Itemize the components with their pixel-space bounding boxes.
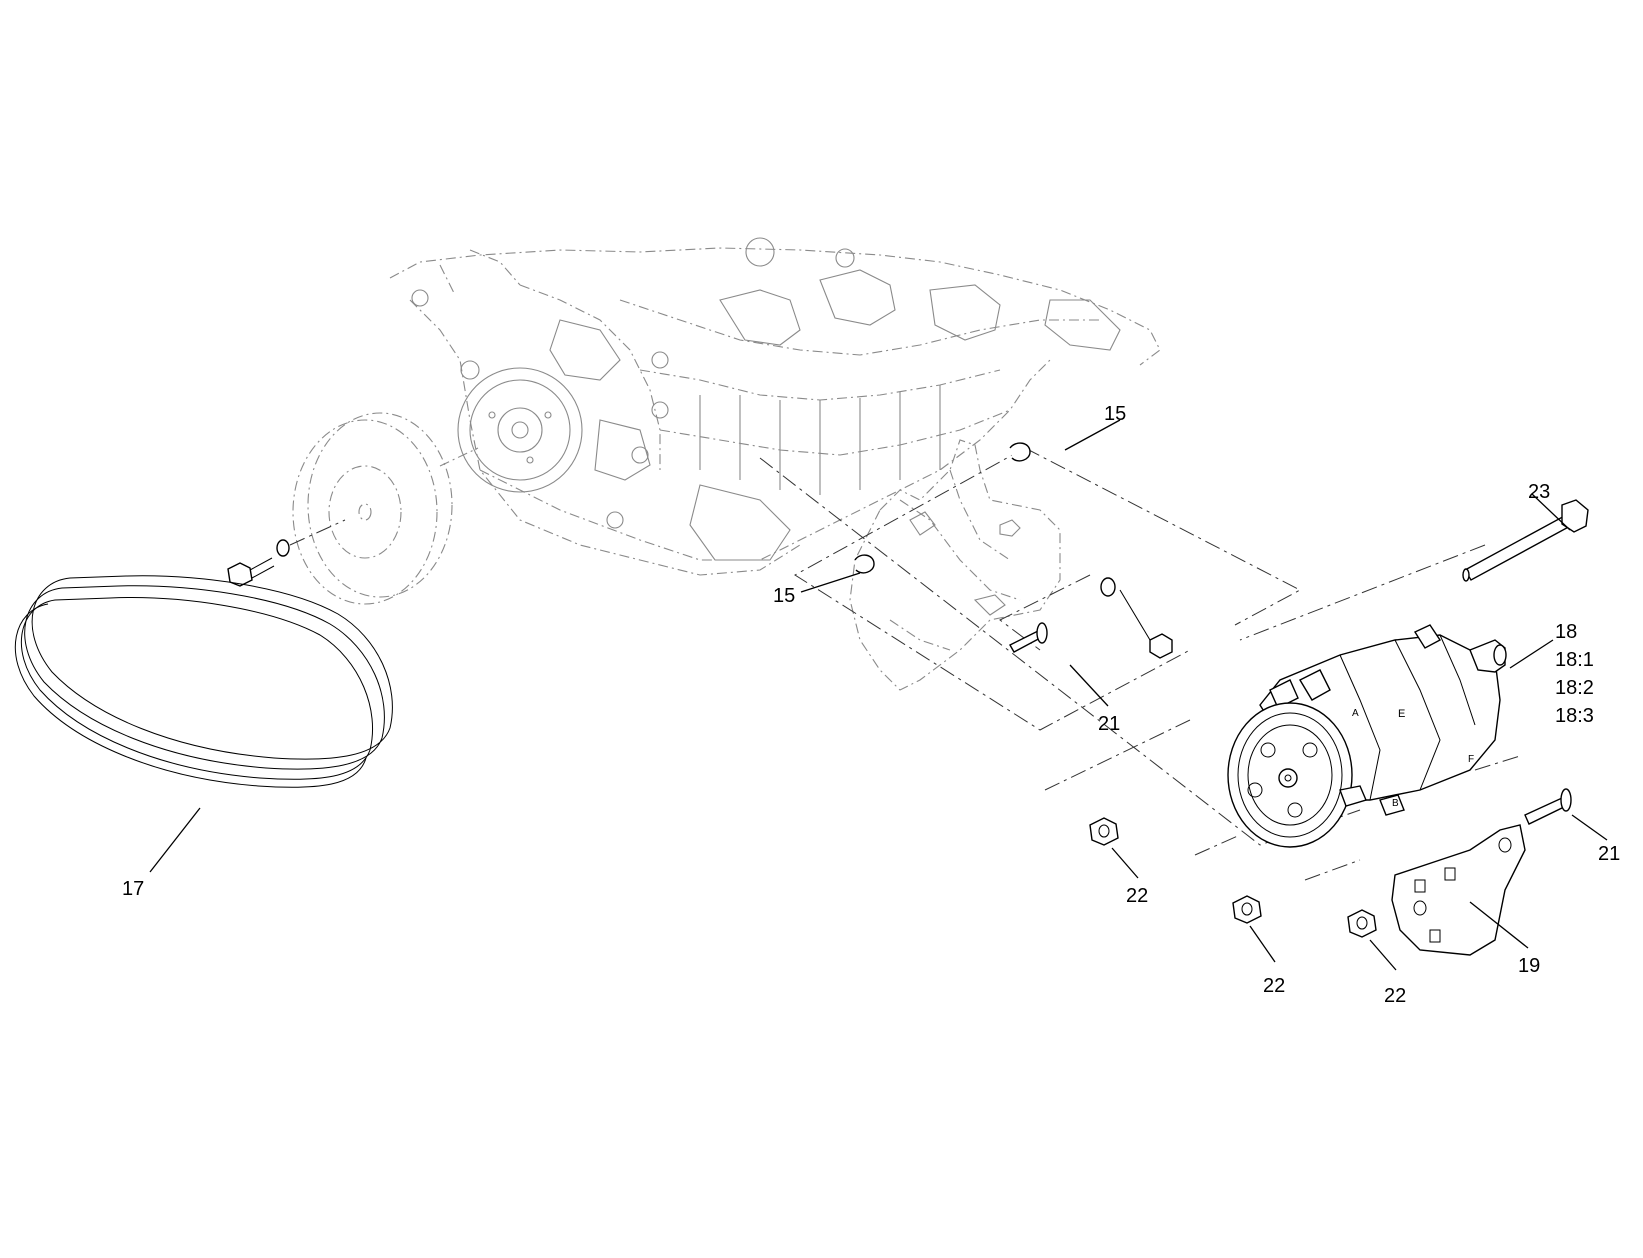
callout-18: 18 [1555,621,1577,643]
callout-21-upper: 21 [1098,713,1120,735]
callout-labels: 15 15 17 18 18:1 18:2 18:3 19 21 21 22 2… [122,403,1620,1007]
callout-22-right: 22 [1384,985,1406,1007]
callout-15-upper: 15 [1104,403,1126,425]
callout-23: 23 [1528,481,1550,503]
callout-15-lower: 15 [773,585,795,607]
engine-block-phantom [389,237,1161,576]
ac-compressor: E A B F [1227,624,1507,848]
through-bolt [1462,499,1589,582]
nuts [1089,817,1377,938]
callout-22-middle: 22 [1263,975,1285,997]
mounting-bracket-phantom [849,439,1061,691]
compressor-marking-a: A [1352,708,1359,719]
rear-bracket [1391,788,1572,956]
compressor-marking-b: B [1392,798,1399,809]
compressor-marking-e: E [1398,708,1405,720]
pulley-phantom [292,412,479,605]
bracket-hardware [854,442,1173,659]
leader-lines [149,419,1608,971]
callout-17: 17 [122,878,144,900]
pulley-bolt [227,519,346,587]
serpentine-belt [14,575,393,788]
callout-21-right: 21 [1598,843,1620,865]
callout-18-1: 18:1 [1555,649,1594,671]
callout-18-3: 18:3 [1555,705,1594,727]
callout-19: 19 [1518,955,1540,977]
callout-22-left: 22 [1126,885,1148,907]
compressor-marking-f: F [1468,754,1474,765]
callout-18-2: 18:2 [1555,677,1594,699]
